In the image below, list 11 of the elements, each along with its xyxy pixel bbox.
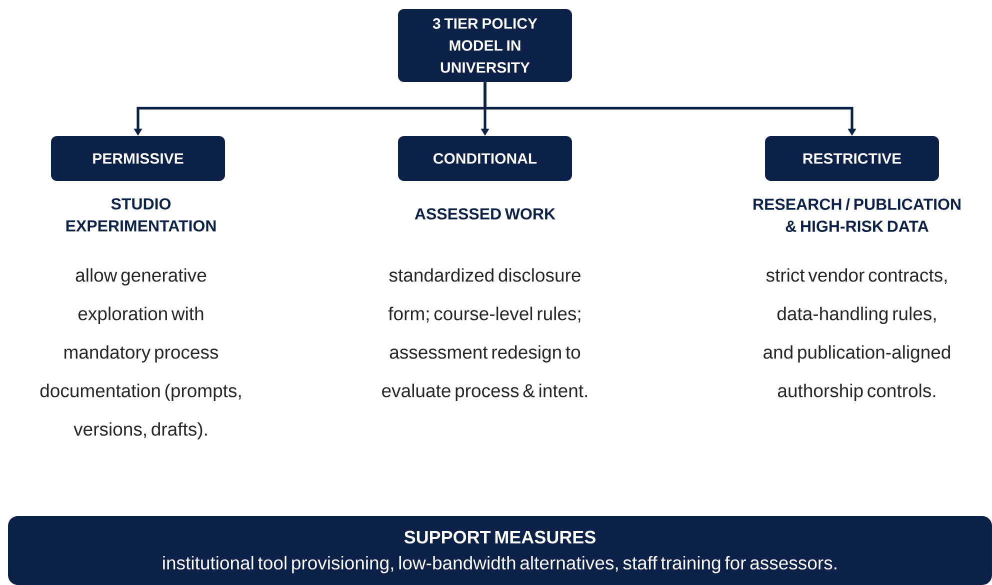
column-heading: ASSESSED WORK: [414, 208, 556, 220]
column-description: allow generative exploration with mandatory process documentation (prompts, versions, drafts).: [40, 268, 241, 440]
column-description: strict vendor contracts, data-handling rules, and publication-aligned authorship controls.: [764, 268, 950, 401]
tier-box: RESTRICTIVE: [765, 136, 939, 181]
column-heading: RESEARCH / PUBLICATION & HIGH-RISK DATA: [754, 198, 960, 232]
tier-box: 3 TIER POLICY MODEL IN UNIVERSITY: [398, 9, 572, 82]
support-band: SUPPORT MEASURES institutional tool provisioning, low-bandwidth alternatives, staff training for assessors.: [8, 516, 992, 585]
tier-box: PERMISSIVE: [51, 136, 225, 181]
tier-box: CONDITIONAL: [398, 136, 572, 181]
column-heading: STUDIO EXPERIMENTATION: [66, 198, 216, 232]
column-description: standardized disclosure form; course-level rules; assessment redesign to evaluate process & intent.: [382, 268, 587, 401]
